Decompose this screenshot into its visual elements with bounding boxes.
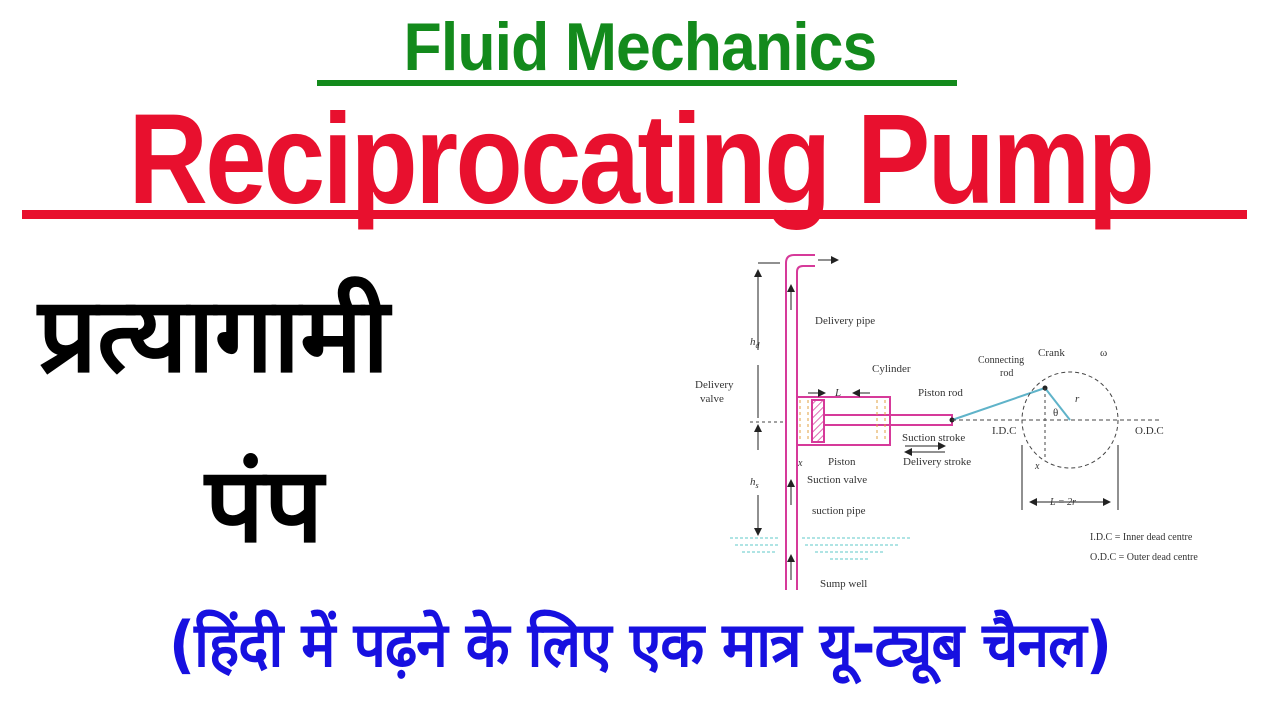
label-connecting-rod: Connecting bbox=[978, 355, 1024, 366]
channel-tagline-text: (हिंदी में पढ़ने के लिए एक मात्र यू-ट्यू… bbox=[168, 608, 1112, 681]
channel-tagline: (हिंदी में पढ़ने के लिए एक मात्र यू-ट्यू… bbox=[0, 600, 1280, 690]
label-omega: ω bbox=[1100, 347, 1107, 359]
legend-idc: I.D.C = Inner dead centre bbox=[1090, 532, 1193, 543]
label-idc: I.D.C bbox=[992, 425, 1016, 437]
delivery-pipe bbox=[785, 254, 815, 590]
label-x-piston: x bbox=[797, 458, 803, 469]
label-x: x bbox=[1034, 461, 1040, 472]
label-hs: hs bbox=[750, 476, 759, 490]
label-hd: hd bbox=[750, 336, 761, 350]
label-piston-rod: Piston rod bbox=[918, 387, 963, 399]
label-theta: θ bbox=[1053, 407, 1058, 419]
label-crank: Crank bbox=[1038, 347, 1065, 359]
label-delivery-stroke: Delivery stroke bbox=[903, 456, 971, 468]
subject-title: Fluid Mechanics bbox=[0, 8, 1280, 86]
label-piston: Piston bbox=[828, 456, 856, 468]
main-title-text: Reciprocating Pump bbox=[128, 88, 1155, 231]
label-L-2r: L = 2r bbox=[1049, 497, 1076, 508]
label-cylinder: Cylinder bbox=[872, 363, 911, 375]
label-delivery-valve-2: valve bbox=[700, 393, 724, 405]
hindi-title-line2: पंप bbox=[205, 444, 324, 566]
label-L: L bbox=[834, 387, 841, 399]
subject-underline bbox=[317, 80, 957, 86]
label-odc: O.D.C bbox=[1135, 425, 1164, 437]
label-connecting-rod-2: rod bbox=[1000, 368, 1013, 379]
label-suction-pipe: suction pipe bbox=[812, 505, 866, 517]
main-title-underline bbox=[22, 210, 1247, 219]
legend-odc: O.D.C = Outer dead centre bbox=[1090, 552, 1198, 563]
hindi-title-line1: प्रत्यागामी bbox=[38, 274, 390, 396]
label-suction-stroke: Suction stroke bbox=[902, 432, 965, 444]
reciprocating-pump-diagram: hd hs Delivery pipe Delivery valve Cylin… bbox=[695, 254, 1198, 590]
label-suction-valve: Suction valve bbox=[807, 474, 867, 486]
main-title: Reciprocating Pump bbox=[0, 90, 1280, 230]
label-delivery-valve: Delivery bbox=[695, 379, 734, 391]
subject-title-text: Fluid Mechanics bbox=[403, 9, 878, 85]
label-sump-well: Sump well bbox=[820, 578, 867, 590]
label-r: r bbox=[1075, 393, 1080, 405]
label-delivery-pipe: Delivery pipe bbox=[815, 315, 875, 327]
